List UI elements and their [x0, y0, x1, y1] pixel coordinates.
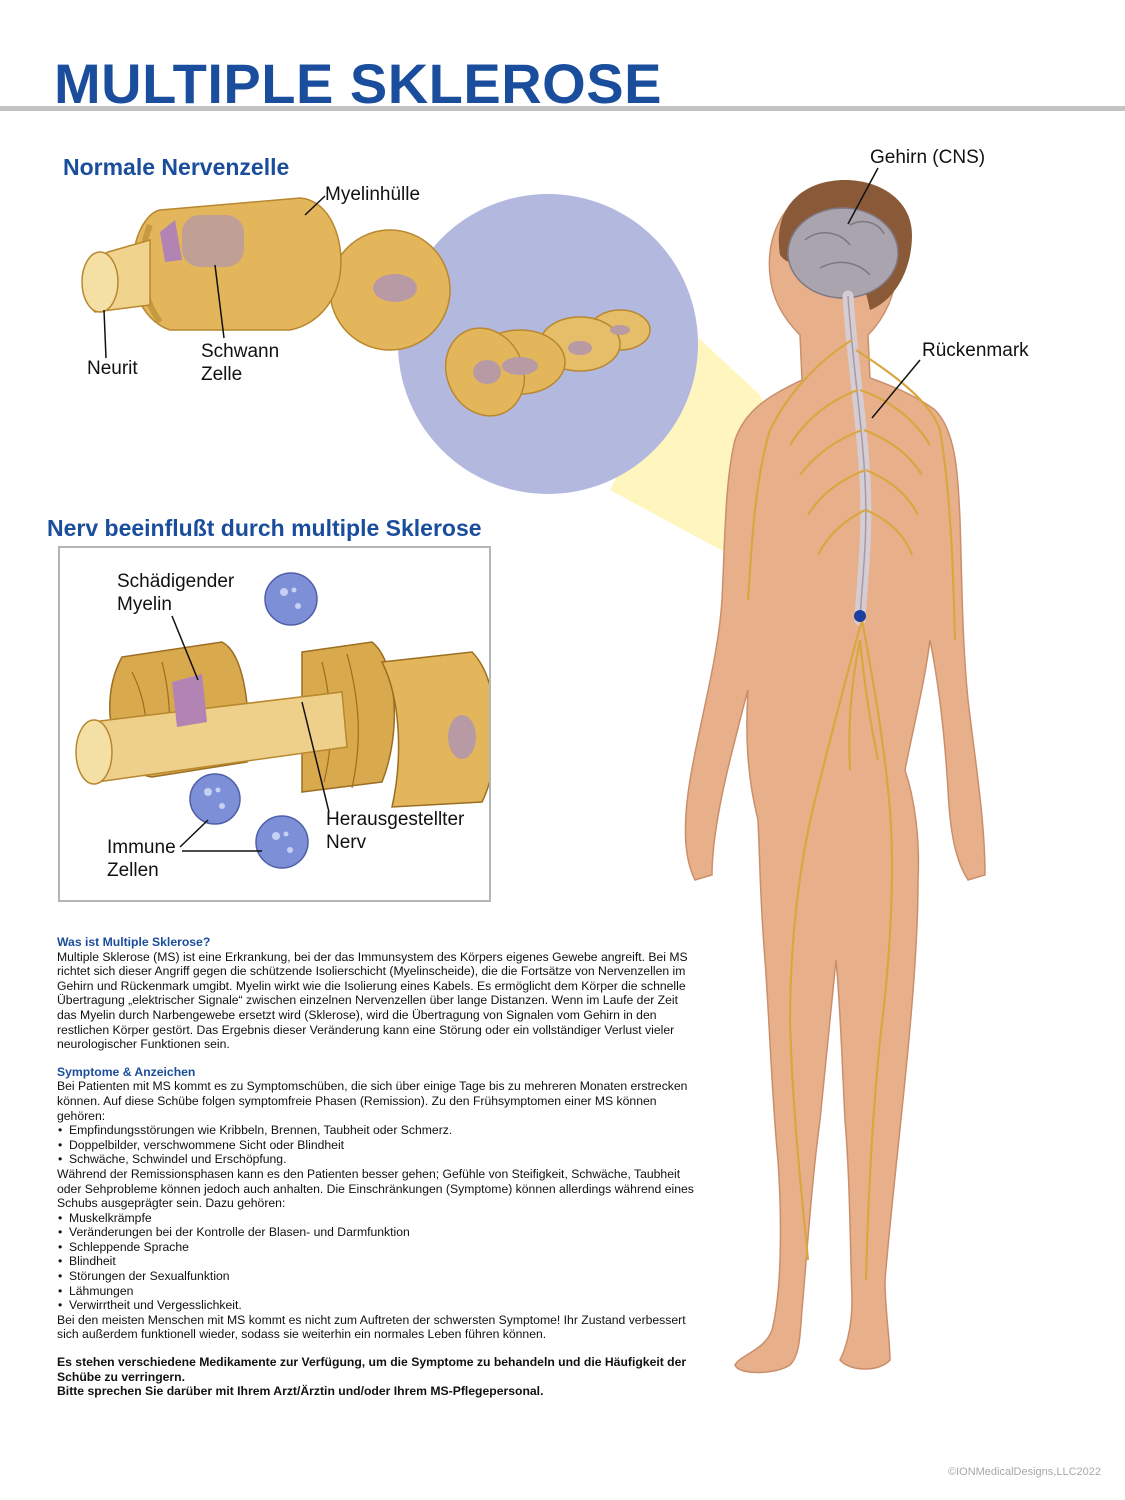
exposed-nerve-line2: Nerv — [326, 832, 367, 853]
closing-text-1: Es stehen verschiedene Medikamente zur V… — [57, 1355, 687, 1384]
immune-leader-1 — [179, 819, 209, 848]
remission-text: Während der Remissionsphasen kann es den… — [57, 1166, 694, 1211]
body-illustration — [610, 167, 986, 1374]
symptoms-heading: Symptome & Anzeichen — [57, 1064, 196, 1079]
immune-cell — [189, 773, 241, 825]
list-item: Empfindungsstörungen wie Kribbeln, Brenn… — [57, 1123, 697, 1138]
immune-cell — [264, 572, 318, 626]
exposed-nerve-label: Herausgestellter Nerv — [326, 808, 464, 854]
immune-cells-line1: Immune — [107, 837, 176, 858]
page-title: MULTIPLE SKLEROSE — [54, 52, 662, 115]
info-text: Was ist Multiple Sklerose? Multiple Skle… — [57, 935, 697, 1399]
list-item: Lähmungen — [57, 1284, 697, 1299]
schwann-leader — [214, 264, 225, 339]
lesion-marker — [854, 610, 866, 622]
damaging-myelin-label: Schädigender Myelin — [117, 570, 234, 616]
immune-cells — [189, 572, 318, 869]
immune-cells-line2: Zellen — [107, 860, 159, 881]
schwann-cell-nucleus — [182, 215, 244, 267]
spinal-cord-label: Rückenmark — [922, 340, 1029, 361]
brain-label: Gehirn (CNS) — [870, 147, 986, 168]
closing-text-2: Bitte sprechen Sie darüber mit Ihrem Arz… — [57, 1384, 544, 1399]
damaging-myelin-line2: Myelin — [117, 594, 172, 615]
exposed-nerve-leader — [301, 701, 330, 813]
exposed-nerve-line1: Herausgestellter — [326, 809, 465, 830]
ms-nerve-heading: Nerv beeinflußt durch multiple Sklerose — [47, 515, 482, 541]
later-symptoms-list: Muskelkrämpfe Veränderungen bei der Kont… — [57, 1211, 697, 1313]
normal-nerve-heading: Normale Nervenzelle — [63, 154, 290, 180]
outlook-text: Bei den meisten Menschen mit MS kommt es… — [57, 1312, 686, 1342]
myelin-sheath — [131, 197, 342, 331]
list-item: Schwäche, Schwindel und Erschöpfung. — [57, 1152, 697, 1167]
list-item: Muskelkrämpfe — [57, 1211, 697, 1226]
ms-nerve-illustration — [75, 572, 489, 869]
closing-note: Es stehen verschiedene Medikamente zur V… — [57, 1355, 697, 1399]
title-divider — [0, 106, 1125, 111]
schwann-label: Schwann Zelle — [201, 340, 279, 386]
list-item: Blindheit — [57, 1254, 697, 1269]
schwann-label-line2: Zelle — [201, 364, 243, 385]
list-item: Störungen der Sexualfunktion — [57, 1269, 697, 1284]
brain — [787, 207, 899, 299]
neurit-leader — [103, 309, 107, 359]
myelin-label: Myelinhülle — [325, 184, 421, 205]
immune-cell — [255, 815, 309, 869]
copyright-notice: ©IONMedicalDesigns,LLC2022 — [947, 1466, 1101, 1478]
peripheral-nerves — [746, 339, 957, 1281]
schwann-label-line1: Schwann — [201, 341, 280, 362]
immune-cells-label: Immune Zellen — [107, 836, 176, 882]
what-is-ms-heading: Was ist Multiple Sklerose? — [57, 935, 211, 949]
early-symptoms-list: Empfindungsstörungen wie Kribbeln, Brenn… — [57, 1123, 697, 1167]
what-is-ms-text: Multiple Sklerose (MS) ist eine Erkranku… — [57, 949, 688, 1052]
list-item: Schleppende Sprache — [57, 1240, 697, 1255]
list-item: Veränderungen bei der Kontrolle der Blas… — [57, 1225, 697, 1240]
list-item: Doppelbilder, verschwommene Sicht oder B… — [57, 1138, 697, 1153]
normal-nerve-illustration — [81, 194, 698, 494]
body-silhouette — [684, 184, 986, 1374]
damaging-myelin-leader — [171, 615, 199, 681]
brain-leader — [847, 167, 879, 225]
list-item: Verwirrtheit und Vergesslichkeit. — [57, 1298, 697, 1313]
symptoms-intro: Bei Patienten mit MS kommt es zu Symptom… — [57, 1079, 688, 1123]
neurit-label: Neurit — [87, 358, 138, 379]
damaging-myelin-line1: Schädigender — [117, 571, 235, 592]
myelin-leader — [304, 195, 326, 216]
ms-nerve-panel — [58, 546, 491, 902]
spinal-cord-leader — [871, 359, 921, 419]
